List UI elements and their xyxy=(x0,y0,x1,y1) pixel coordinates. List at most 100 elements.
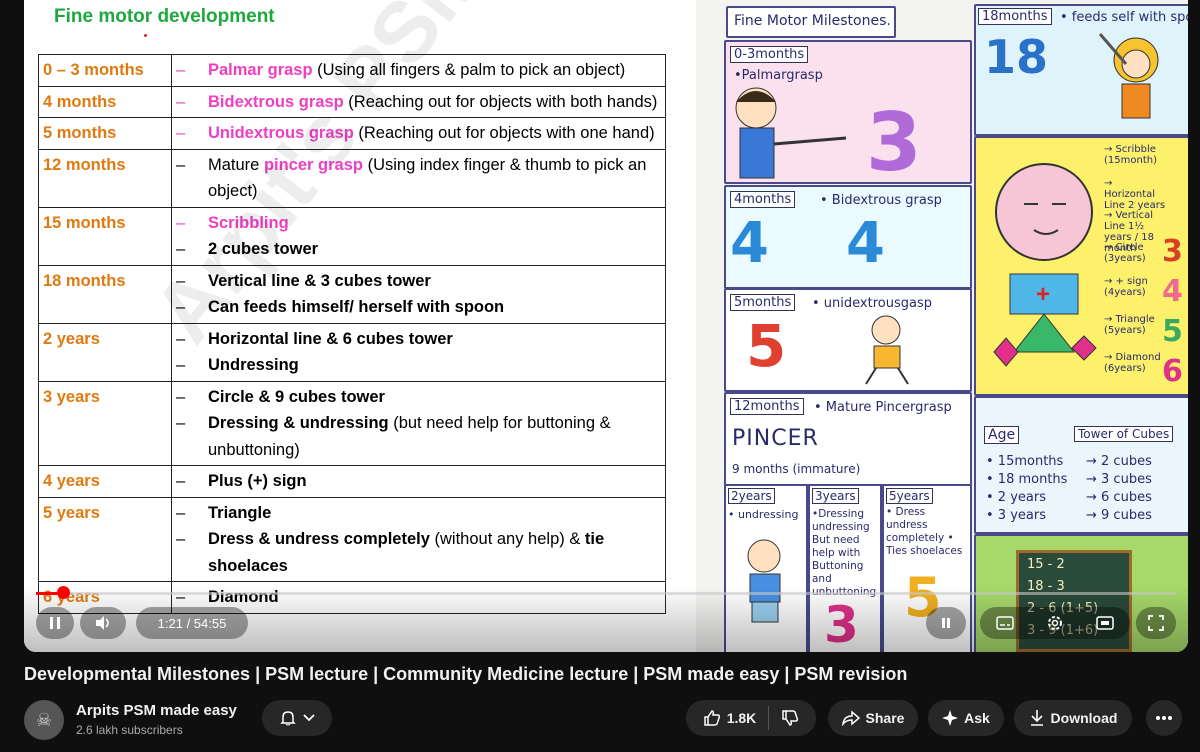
progress-scrubber[interactable] xyxy=(57,586,70,599)
channel-name[interactable]: Arpits PSM made easy xyxy=(76,702,237,719)
tower-age: • 2 years xyxy=(986,490,1046,505)
baby-illustration xyxy=(865,315,909,385)
milestone-row: 2 years–Horizontal line & 6 cubes tower–… xyxy=(38,322,666,382)
miniplayer-toggle[interactable] xyxy=(926,607,966,639)
share-button[interactable]: Share xyxy=(828,700,918,736)
dash-marker: – xyxy=(176,414,186,432)
chalkboard: 15 - 218 - 32 - 6 (1+5)3 - 9 (1+6) xyxy=(1016,550,1132,652)
shape-num-3: 3 xyxy=(1162,234,1183,269)
sketch-0-3-label: 0-3months xyxy=(730,46,809,63)
milestone-age: 18 months xyxy=(38,264,172,324)
sketch-panel-shapes: + → Scribble (15month)→ Horizontal Line … xyxy=(974,136,1188,396)
like-button[interactable]: 1.8K xyxy=(691,709,769,727)
milestone-age: 2 years xyxy=(38,322,172,382)
svg-text:+: + xyxy=(1036,281,1050,308)
fullscreen-button[interactable] xyxy=(1136,607,1176,639)
milestone-description: –Scribbling–2 cubes tower xyxy=(171,206,666,266)
sketch-panel-0-3: 0-3months •Palmargrasp 3 xyxy=(724,40,972,184)
milestone-description: –Horizontal line & 6 cubes tower–Undress… xyxy=(171,322,666,382)
milestone-age: 4 months xyxy=(38,85,172,118)
thumbs-down-icon xyxy=(782,710,799,726)
bell-icon xyxy=(280,711,296,726)
subtitles-icon[interactable] xyxy=(996,615,1014,631)
share-label: Share xyxy=(865,710,905,726)
chalk-line: 3 - 9 (1+6) xyxy=(1027,623,1098,638)
sketch-panel: Fine Motor Milestones. 0-3months •Palmar… xyxy=(696,0,1188,652)
milestone-line: –Unidextrous grasp (Reaching out for obj… xyxy=(176,120,661,147)
sketch-4m-num: 4 xyxy=(730,211,769,276)
tower-cubes: → 2 cubes xyxy=(1086,454,1152,469)
sketch-3y-text: •Dressing undressing But need help with … xyxy=(812,508,876,598)
volume-icon xyxy=(96,616,109,630)
like-count: 1.8K xyxy=(726,710,757,726)
dislike-button[interactable] xyxy=(769,709,811,727)
milestone-line: – Plus (+) sign xyxy=(176,468,661,495)
milestone-line: –Triangle xyxy=(176,500,661,527)
milestone-text: Dressing & undressing (but need help for… xyxy=(208,414,611,459)
share-icon xyxy=(841,710,860,726)
sketch-5m-text: • unidextrousgasp xyxy=(812,296,932,311)
sketch-panel-18m: 18months • feeds self with spoon 18 xyxy=(974,4,1188,136)
sketch-12m-label: 12months xyxy=(730,398,804,415)
notifications-button[interactable] xyxy=(262,700,332,736)
milestone-text: Scribbling xyxy=(208,213,289,232)
dash-marker: – xyxy=(176,92,186,111)
more-horizontal-icon xyxy=(1156,716,1172,720)
ask-button[interactable]: Ask xyxy=(928,700,1004,736)
sketch-panel-12m: 12months • Mature Pincergrasp PINCER 9 m… xyxy=(724,392,972,486)
milestone-text: Circle & 9 cubes tower xyxy=(208,387,385,406)
volume-button[interactable] xyxy=(80,607,126,639)
sketch-4m-text: • Bidextrous grasp xyxy=(820,193,942,208)
milestone-text: Bidextrous grasp (Reaching out for objec… xyxy=(208,92,658,111)
milestone-text: Mature pincer grasp (Using index finger … xyxy=(208,155,647,201)
sketch-5m-num: 5 xyxy=(746,312,787,380)
milestone-text: Unidextrous grasp (Reaching out for obje… xyxy=(208,124,655,142)
download-label: Download xyxy=(1050,710,1118,726)
player-right-controls xyxy=(980,607,1130,639)
download-button[interactable]: Download xyxy=(1014,700,1132,736)
milestone-text: Palmar grasp (Using all fingers & palm t… xyxy=(208,61,626,79)
milestone-age: 4 years xyxy=(38,465,172,498)
video-title[interactable]: Developmental Milestones | PSM lecture |… xyxy=(24,664,908,684)
sketch-4m-num2: 4 xyxy=(846,211,885,276)
sketch-18m-label: 18months xyxy=(978,8,1052,25)
pincer-word: PINCER xyxy=(732,426,819,451)
milestone-text: Plus (+) sign xyxy=(208,472,307,490)
shape-label: → Horizontal Line 2 years xyxy=(1104,178,1166,211)
milestone-text: Horizontal line & 6 cubes tower xyxy=(208,329,453,348)
shape-num-6: 6 xyxy=(1162,354,1183,389)
milestone-text: Vertical line & 3 cubes tower xyxy=(208,271,431,290)
progress-track[interactable] xyxy=(36,592,1176,595)
sparkle-icon xyxy=(942,710,959,726)
undressing-illustration xyxy=(747,539,781,623)
video-player[interactable]: Fine motor development 0 – 3 months–Palm… xyxy=(24,0,1188,652)
shape-label: → Circle (3years) xyxy=(1104,242,1146,264)
sketch-18m-text: • feeds self with spoon xyxy=(1060,10,1188,25)
theater-mode-icon[interactable] xyxy=(1096,615,1114,631)
milestone-line: –Circle & 9 cubes tower xyxy=(176,384,661,411)
play-pause-button[interactable] xyxy=(36,607,74,639)
more-actions-button[interactable] xyxy=(1146,700,1182,736)
sketch-0-3-text: •Palmargrasp xyxy=(734,68,823,83)
chevron-down-icon xyxy=(303,714,315,722)
milestone-age: 3 years xyxy=(38,380,172,466)
dash-marker: – xyxy=(176,155,186,174)
milestone-line: – Mature pincer grasp (Using index finger… xyxy=(176,152,661,205)
milestone-description: – Mature pincer grasp (Using index finger… xyxy=(171,148,666,208)
sketch-2y-text: • undressing xyxy=(728,508,799,521)
milestone-line: –Scribbling xyxy=(176,210,661,237)
settings-gear-icon[interactable] xyxy=(1046,614,1064,632)
sketch-4m-label: 4months xyxy=(730,191,796,208)
dash-marker: – xyxy=(176,472,186,490)
channel-avatar[interactable]: ☠ xyxy=(24,700,64,740)
sketch-panel-2y: 2years • undressing xyxy=(724,484,808,652)
ask-label: Ask xyxy=(964,710,990,726)
milestone-description: –Unidextrous grasp (Reaching out for obj… xyxy=(171,117,666,150)
dash-marker: – xyxy=(176,61,186,79)
shape-label: → Vertical Line 1½ years / 18 month xyxy=(1104,210,1154,254)
sketch-3y-label: 3years xyxy=(812,488,859,504)
milestone-age: 0 – 3 months xyxy=(38,54,172,87)
milestone-description: – Bidextrous grasp (Reaching out for obje… xyxy=(171,85,666,118)
milestone-age: 5 months xyxy=(38,117,172,150)
milestone-age: 15 months xyxy=(38,206,172,266)
